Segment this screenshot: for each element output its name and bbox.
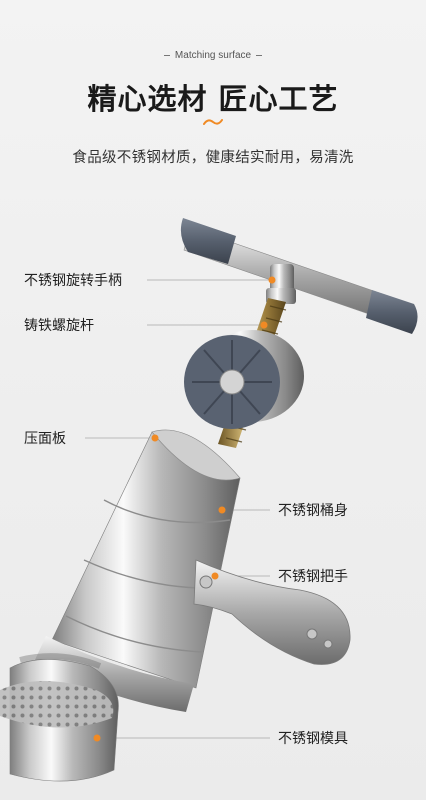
callout-dot-plate	[151, 434, 159, 442]
page-title: 精心选材 匠心工艺	[87, 82, 339, 116]
eyebrow: Matching surface	[0, 50, 426, 61]
callout-dot-die	[93, 734, 101, 742]
callout-dots	[93, 276, 276, 742]
callout-dot-rod	[260, 321, 268, 329]
side-handle	[193, 559, 351, 665]
barrel	[34, 429, 241, 712]
page-subtitle: 食品级不锈钢材质，健康结实耐用，易清洗	[72, 150, 354, 166]
eyebrow-dash-left	[163, 54, 170, 56]
callout-label-handle: 不锈钢旋转手柄	[24, 273, 122, 289]
callout-dot-side-handle	[211, 572, 219, 580]
eyebrow-dash-right	[256, 54, 263, 56]
noodle-die	[0, 653, 119, 782]
callout-label-die: 不锈钢模具	[278, 731, 348, 747]
t-handle	[180, 218, 418, 334]
callout-label-rod: 铸铁螺旋杆	[24, 318, 94, 334]
callout-label-barrel: 不锈钢桶身	[278, 503, 348, 519]
callout-label-plate: 压面板	[24, 431, 66, 447]
callout-label-side-handle: 不锈钢把手	[278, 569, 348, 585]
callout-dot-handle	[268, 276, 276, 284]
eyebrow-text: Matching surface	[174, 50, 252, 61]
squiggle-icon	[203, 119, 223, 125]
callout-dot-barrel	[218, 506, 226, 514]
press-plate	[184, 330, 304, 429]
